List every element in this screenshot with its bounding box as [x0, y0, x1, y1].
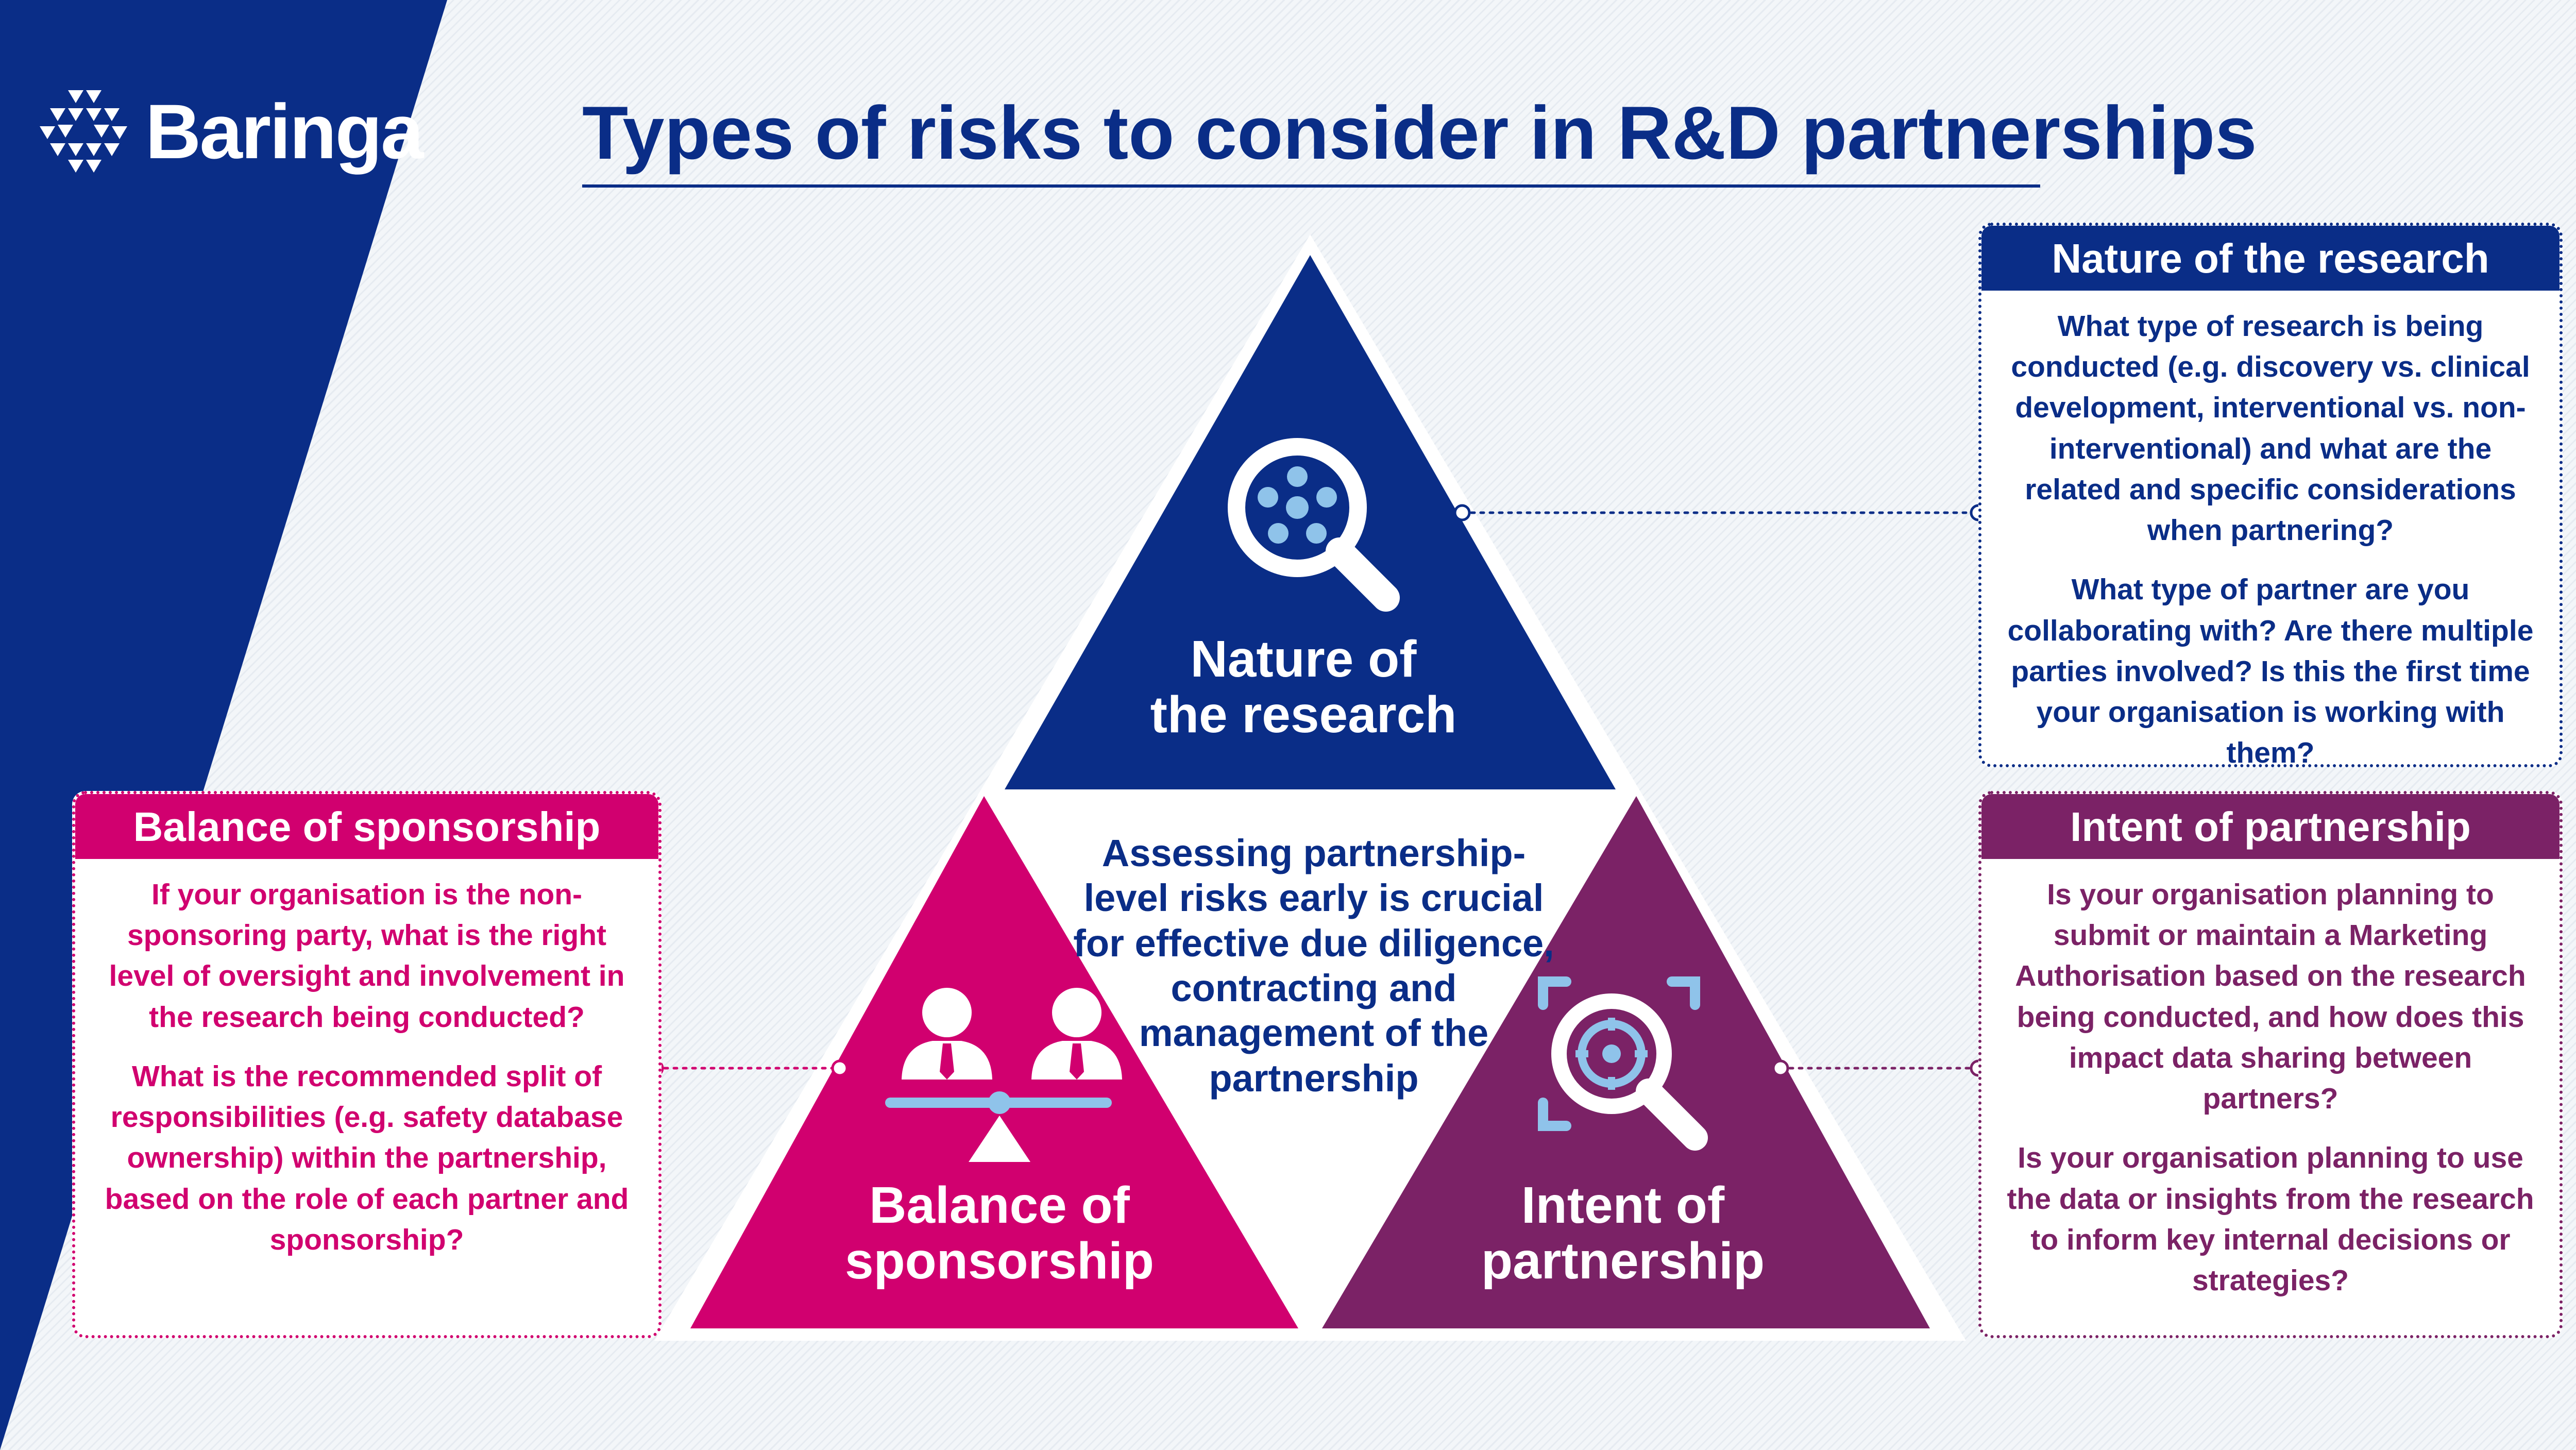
- magnifier-molecule-icon: [1228, 438, 1400, 612]
- card-intent-heading: Intent of partnership: [1981, 794, 2560, 859]
- card-sponsorship-paragraph-1: If your organisation is the non-sponsori…: [109, 878, 625, 1034]
- triangle-mosaic-icon: [40, 90, 127, 173]
- card-nature-paragraph-2: What type of partner are you collaborati…: [2007, 573, 2534, 767]
- brand-name: Baringa: [145, 88, 423, 175]
- card-nature-heading: Nature of the research: [1981, 226, 2560, 291]
- card-sponsorship-heading: Balance of sponsorship: [75, 794, 658, 859]
- card-sponsorship-paragraph-2: What is the recommended split of respons…: [105, 1059, 629, 1256]
- card-nature-of-research: Nature of the research What type of rese…: [1978, 223, 2563, 767]
- people-balance-scale-icon: [885, 988, 1122, 1162]
- page-title: Types of risks to consider in R&D partne…: [582, 91, 2257, 175]
- triangle-right-label-line2: partnership: [1481, 1232, 1765, 1290]
- triangle-top-label: Nature of the research: [1123, 631, 1484, 743]
- triangle-right-label-line1: Intent of: [1521, 1176, 1725, 1234]
- triangle-left-sponsorship: [690, 796, 1298, 1328]
- triangle-right-label: Intent of partnership: [1437, 1177, 1808, 1289]
- triangle-left-label-line2: sponsorship: [844, 1232, 1155, 1290]
- card-nature-body: What type of research is being conducted…: [1981, 291, 2560, 767]
- triangle-left-label: Balance of sponsorship: [814, 1177, 1185, 1289]
- title-underline: [582, 184, 2040, 188]
- card-sponsorship-body: If your organisation is the non-sponsori…: [75, 859, 658, 1289]
- triangle-right-intent: [1322, 796, 1930, 1328]
- card-intent-body: Is your organisation planning to submit …: [1981, 859, 2560, 1330]
- triangle-top-label-line2: the research: [1150, 686, 1457, 744]
- triangle-left-label-line1: Balance of: [869, 1176, 1130, 1234]
- magnifier-target-icon: [1538, 976, 1708, 1151]
- triangle-center-text: Assessing partnership-level risks early …: [1073, 832, 1554, 1100]
- card-nature-paragraph-1: What type of research is being conducted…: [2011, 310, 2530, 547]
- baringa-logo: Baringa: [37, 88, 423, 175]
- card-intent-paragraph-2: Is your organisation planning to use the…: [2007, 1141, 2534, 1297]
- triangle-top-nature: [1005, 255, 1616, 789]
- triangle-top-label-line1: Nature of: [1190, 630, 1417, 688]
- card-intent-paragraph-1: Is your organisation planning to submit …: [2015, 878, 2526, 1116]
- card-balance-of-sponsorship: Balance of sponsorship If your organisat…: [72, 791, 662, 1338]
- card-intent-of-partnership: Intent of partnership Is your organisati…: [1978, 791, 2563, 1338]
